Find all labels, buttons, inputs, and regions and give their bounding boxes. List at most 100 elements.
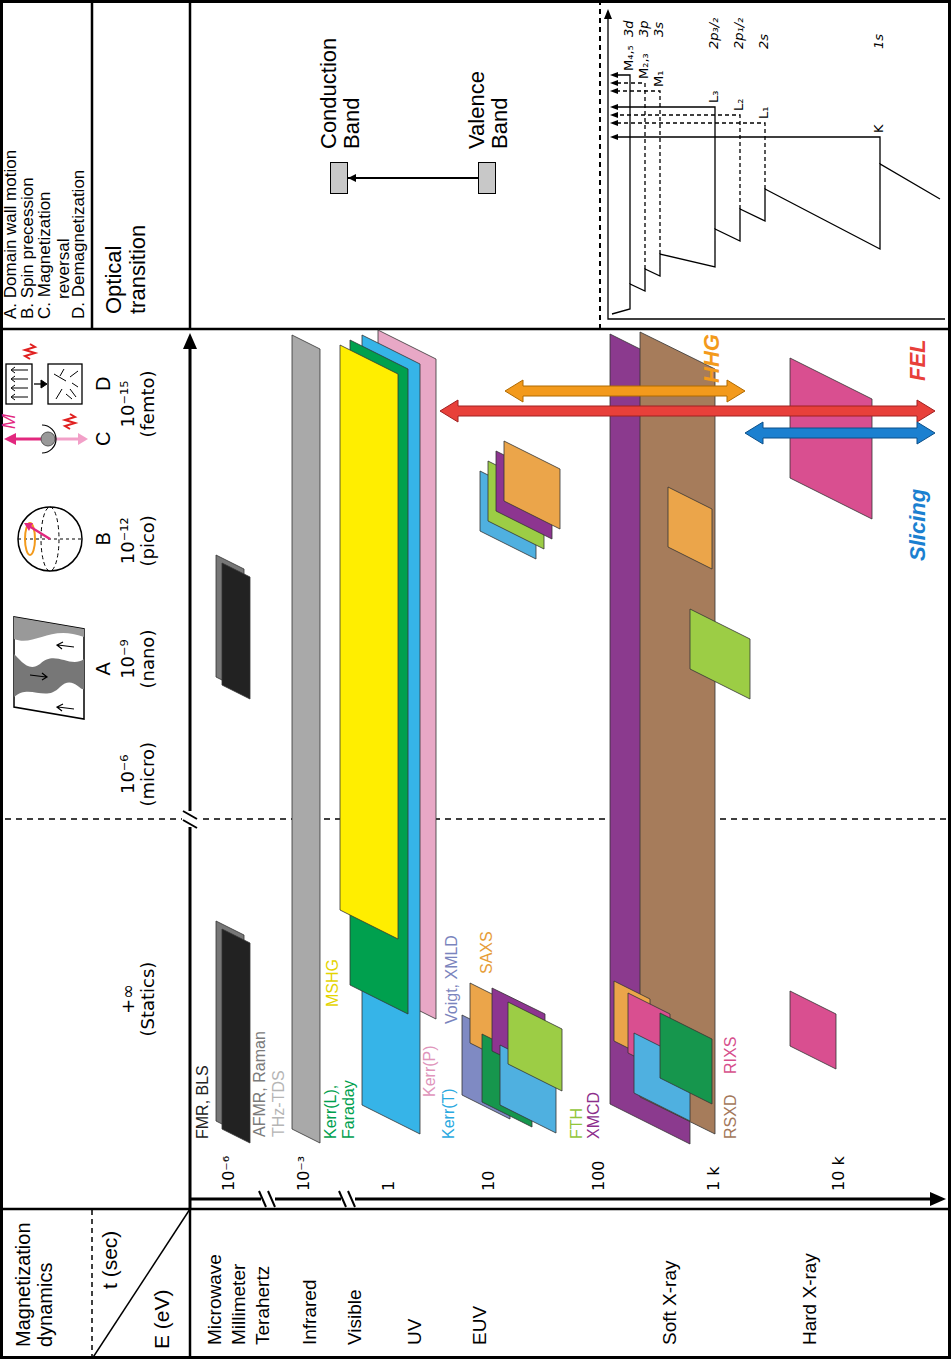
axes — [182, 333, 946, 1209]
edge-label: M₁ — [652, 71, 666, 87]
energy-tick: 10 k — [830, 1156, 848, 1191]
demagnetization-icon-part — [25, 344, 35, 359]
orbital-label: 2p₃/₂ — [707, 18, 721, 49]
reversal-icon-part — [65, 414, 75, 429]
orbital-label: 2s — [757, 34, 771, 49]
source-arrows — [440, 380, 935, 444]
column-header: Magnetization dynamics — [12, 1222, 56, 1347]
technique-bars — [216, 330, 872, 1144]
core-level-diagram — [604, 9, 945, 319]
source-arrows-part — [505, 380, 745, 402]
axes-part — [189, 349, 192, 1209]
core-level-diagram-part — [612, 164, 940, 314]
spin-precession-icon-part — [29, 526, 50, 539]
energy-tick: 10⁻³ — [295, 1156, 313, 1191]
band-name: UV — [405, 1319, 426, 1345]
icon-letter: B — [92, 532, 114, 545]
band-box: Valence Band — [478, 162, 496, 194]
edge-label: L₃ — [707, 91, 721, 103]
technique-name: AFMR, Raman — [251, 1031, 269, 1137]
demagnetization-icon — [6, 344, 82, 404]
source-name: Slicing — [906, 489, 930, 561]
orbital-label: 1s — [872, 34, 886, 49]
spin-precession-icon-part — [24, 523, 33, 531]
null-part-part — [610, 134, 618, 140]
technique-bars-part — [292, 335, 320, 1143]
reversal-icon-part — [78, 433, 88, 445]
source-arrows-part — [745, 422, 935, 444]
dynamics-item: D. Demagnetization — [70, 170, 89, 319]
band-name: Infrared — [300, 1280, 321, 1345]
technique-bars-part — [222, 929, 250, 1143]
column-header: Optical transition — [102, 225, 150, 314]
domain-wall-icon-part — [30, 642, 74, 711]
reversal-icon-part — [42, 425, 56, 453]
axis-title: t (sec) — [98, 1231, 121, 1289]
table-grid-part — [189, 1209, 192, 1359]
time-tick: 10⁻⁹ (nano) — [118, 630, 158, 689]
edge-label: L₂ — [732, 99, 746, 111]
table-grid-part — [0, 1208, 951, 1211]
technique-name: Kerr(T) — [440, 1088, 458, 1139]
axes-part — [182, 811, 198, 827]
band-name: Millimeter — [229, 1264, 250, 1345]
energy-tick: 100 — [590, 1160, 608, 1191]
null-part — [610, 72, 618, 140]
technique-bars-part — [504, 441, 560, 529]
technique-bars-part — [222, 563, 250, 699]
band-name: Terahertz — [253, 1266, 274, 1345]
edge-label: M₂,₃ — [637, 53, 651, 79]
technique-name: RSXD — [722, 1095, 740, 1139]
demagnetization-icon-part — [11, 367, 28, 400]
spin-precession-icon-part — [18, 507, 82, 571]
source-name: HHG — [700, 334, 724, 383]
edge-label: M₄,₅ — [622, 45, 636, 71]
core-level-diagram-part — [616, 123, 765, 189]
band-name: EUV — [470, 1306, 491, 1345]
technique-bars-part — [668, 487, 712, 569]
technique-bars-part — [690, 609, 750, 699]
null-part-part — [610, 112, 618, 118]
table-grid-part — [91, 1209, 93, 1359]
time-tick: 10⁻¹⁵ (femto) — [118, 370, 158, 437]
source-name: FEL — [906, 339, 930, 381]
technique-name: Voigt, XMLD — [443, 935, 461, 1024]
reversal-icon-part — [16, 438, 44, 441]
technique-bars-part — [790, 991, 836, 1069]
technique-name: MSHG — [324, 959, 342, 1007]
technique-name: Kerr(L), Faraday — [322, 1080, 357, 1139]
technique-name: FMR, BLS — [194, 1065, 212, 1139]
reversal-icon-part — [41, 432, 55, 446]
band-name: Soft X-ray — [660, 1261, 681, 1345]
domain-wall-icon-part — [14, 654, 84, 697]
icon-letter: D — [92, 377, 114, 391]
technique-name: THz-TDS — [270, 1070, 288, 1137]
domain-wall-icon-part — [14, 617, 84, 719]
time-tick: 10⁻⁶ (micro) — [118, 742, 158, 807]
band-name: Hard X-ray — [800, 1253, 821, 1345]
core-level-diagram-part — [604, 9, 612, 19]
demagnetization-icon-part — [48, 364, 82, 404]
energy-tick: 1 — [380, 1181, 398, 1191]
null-part-part — [610, 88, 618, 94]
table-grid-part — [91, 0, 94, 329]
orbital-label: 3p — [637, 20, 651, 37]
dynamics-item: C. Magnetization reversal — [36, 129, 73, 319]
table-grid-part — [5, 818, 946, 820]
core-level-diagram-part — [616, 107, 715, 229]
transition-arrow — [348, 177, 478, 179]
domain-wall-icon-part — [14, 617, 84, 641]
reversal-icon-part — [4, 433, 16, 445]
domain-wall-icon — [14, 617, 84, 719]
axes-part — [183, 333, 197, 349]
edge-label: K — [872, 124, 886, 133]
demagnetization-icon-part — [41, 380, 47, 388]
demagnetization-icon-part — [6, 364, 32, 404]
source-arrows-part — [440, 400, 935, 422]
technique-name: RIXS — [722, 1037, 740, 1074]
icon-letter: C — [92, 432, 114, 446]
axes-part — [183, 811, 197, 828]
